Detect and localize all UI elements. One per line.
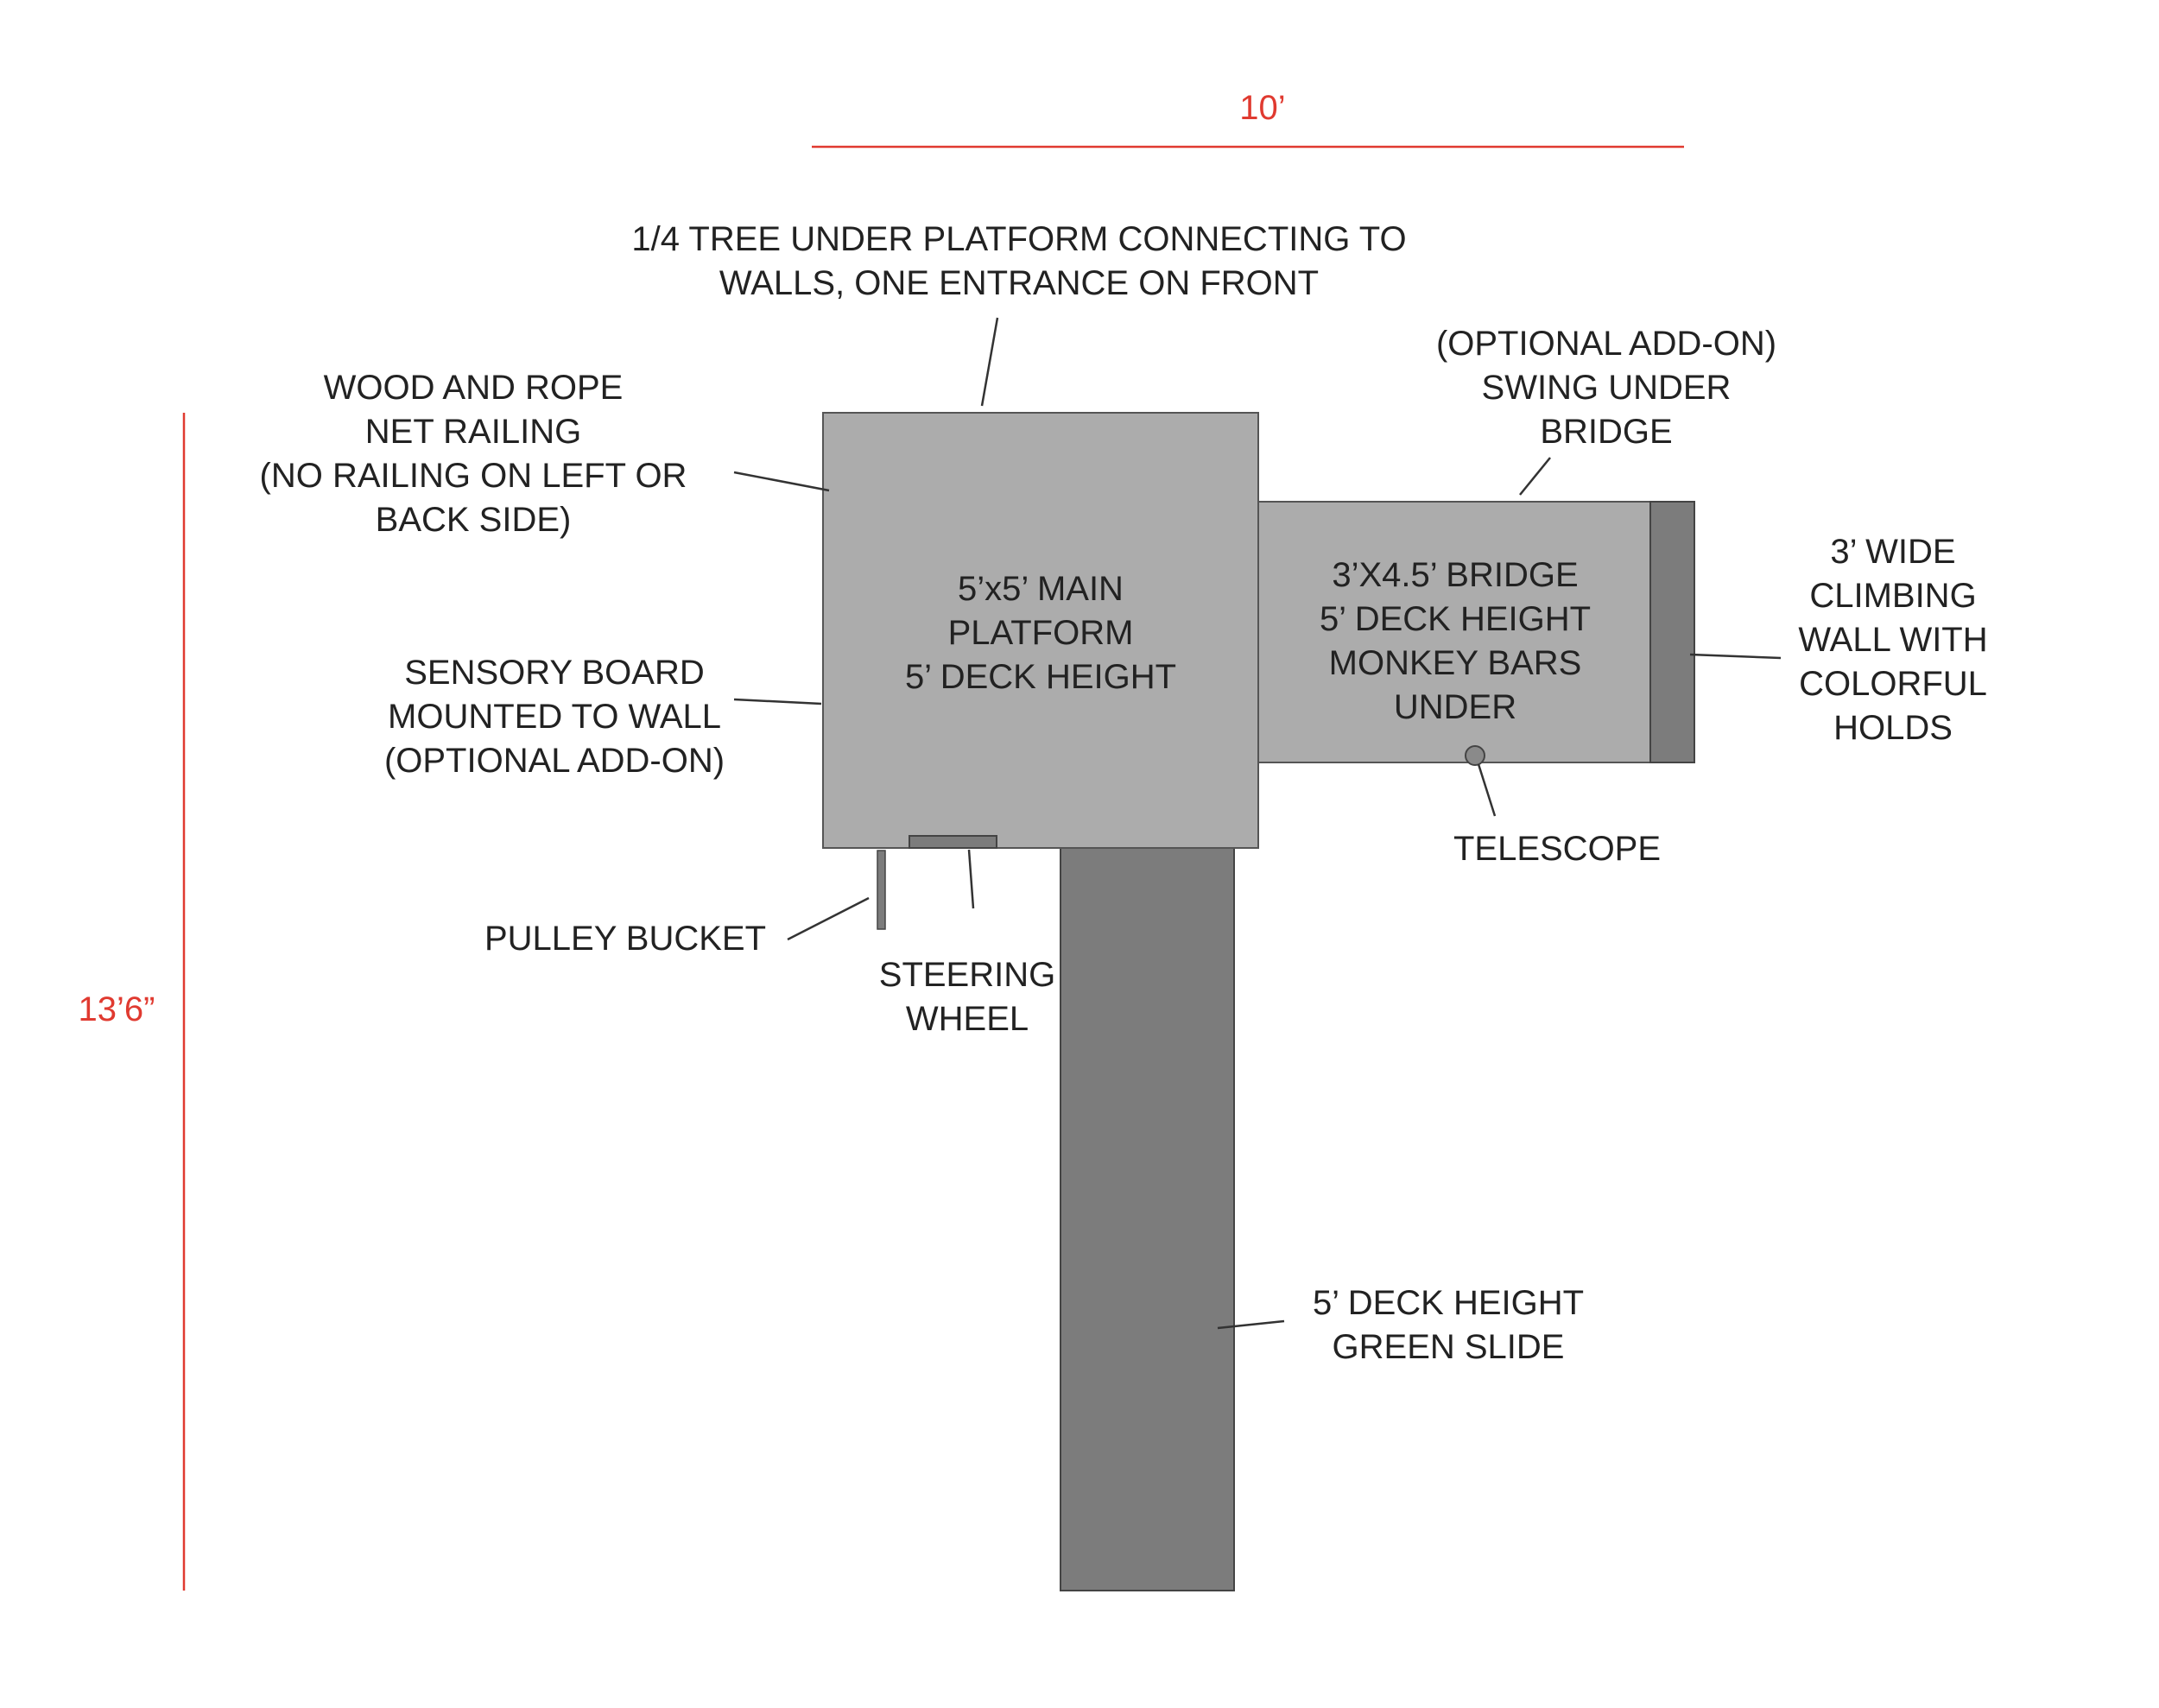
main-platform-line-1: 5’x5’ MAIN	[958, 570, 1124, 608]
height-dimension-label: 13’6”	[79, 988, 155, 1032]
steering-wheel-callout: STEERING WHEEL	[879, 953, 1055, 1041]
tree-leader-line	[980, 317, 999, 407]
pulley-bucket-callout: PULLEY BUCKET	[484, 917, 766, 961]
tree-callout-line-2: WALLS, ONE ENTRANCE ON FRONT	[719, 264, 1320, 302]
steering-wheel	[909, 835, 997, 849]
sensory-board-callout-line-2: MOUNTED TO WALL	[388, 698, 721, 736]
bridge-line-2: 5’ DECK HEIGHT	[1319, 600, 1592, 638]
slide-callout-line-2: GREEN SLIDE	[1332, 1328, 1565, 1366]
steering-wheel-callout-line-2: WHEEL	[905, 1000, 1029, 1038]
railing-callout-line-2: NET RAILING	[364, 413, 582, 451]
telescope-callout-line-1: TELESCOPE	[1453, 830, 1662, 868]
telescope	[1465, 745, 1485, 766]
climbing-wall-leader-line	[1689, 653, 1782, 660]
climbing-wall-callout-line-5: HOLDS	[1833, 709, 1953, 747]
sensory-board-callout: SENSORY BOARD MOUNTED TO WALL (OPTIONAL …	[384, 651, 725, 783]
climbing-wall	[1649, 501, 1695, 763]
slide-leader-line	[1217, 1319, 1285, 1330]
sensory-board-callout-line-1: SENSORY BOARD	[404, 654, 705, 692]
height-dimension-text: 13’6”	[78, 990, 155, 1028]
main-platform-label: 5’x5’ MAIN PLATFORM 5’ DECK HEIGHT	[905, 567, 1176, 699]
bridge-line-3: MONKEY BARS	[1328, 644, 1582, 682]
tree-callout: 1/4 TREE UNDER PLATFORM CONNECTING TO WA…	[631, 218, 1406, 306]
steering-wheel-callout-line-1: STEERING	[878, 956, 1056, 994]
climbing-wall-callout: 3’ WIDE CLIMBING WALL WITH COLORFUL HOLD…	[1798, 530, 1987, 750]
pulley-bucket-callout-line-1: PULLEY BUCKET	[484, 920, 767, 958]
swing-callout-line-3: BRIDGE	[1540, 413, 1673, 451]
slide-callout-line-1: 5’ DECK HEIGHT	[1312, 1284, 1585, 1322]
bridge	[1257, 501, 1695, 763]
swing-leader-line	[1519, 457, 1551, 496]
pulley-bucket	[877, 850, 886, 930]
bridge-label: 3’X4.5’ BRIDGE 5’ DECK HEIGHT MONKEY BAR…	[1320, 554, 1591, 730]
width-dimension-text: 10’	[1239, 89, 1286, 127]
railing-callout-line-3: (NO RAILING ON LEFT OR	[259, 457, 687, 495]
swing-callout-line-1: (OPTIONAL ADD-ON)	[1435, 325, 1777, 363]
bridge-line-4: UNDER	[1393, 688, 1517, 726]
telescope-callout: TELESCOPE	[1453, 827, 1661, 871]
climbing-wall-callout-line-1: 3’ WIDE	[1830, 533, 1956, 571]
width-dimension-label: 10’	[1239, 86, 1285, 130]
sensory-board-leader-line	[733, 698, 822, 705]
sensory-board-callout-line-3: (OPTIONAL ADD-ON)	[383, 742, 725, 780]
swing-callout-line-2: SWING UNDER	[1481, 369, 1732, 407]
railing-callout-line-4: BACK SIDE)	[375, 501, 572, 539]
climbing-wall-callout-line-3: WALL WITH	[1798, 621, 1988, 659]
telescope-leader-line	[1477, 763, 1497, 817]
climbing-wall-callout-line-2: CLIMBING	[1809, 577, 1977, 615]
green-slide	[1060, 847, 1235, 1591]
bridge-line-1: 3’X4.5’ BRIDGE	[1332, 556, 1579, 594]
slide-callout: 5’ DECK HEIGHT GREEN SLIDE	[1313, 1281, 1584, 1370]
railing-callout-line-1: WOOD AND ROPE	[323, 369, 624, 407]
main-platform	[822, 412, 1259, 849]
main-platform-line-2: PLATFORM	[947, 614, 1134, 652]
swing-callout: (OPTIONAL ADD-ON) SWING UNDER BRIDGE	[1436, 322, 1776, 454]
main-platform-line-3: 5’ DECK HEIGHT	[904, 658, 1177, 696]
railing-leader-line	[733, 471, 830, 492]
climbing-wall-callout-line-4: COLORFUL	[1799, 665, 1987, 703]
steering-wheel-leader-line	[967, 849, 975, 909]
railing-callout: WOOD AND ROPE NET RAILING (NO RAILING ON…	[260, 366, 687, 542]
pulley-bucket-leader-line	[787, 896, 870, 941]
tree-callout-line-1: 1/4 TREE UNDER PLATFORM CONNECTING TO	[631, 220, 1407, 258]
